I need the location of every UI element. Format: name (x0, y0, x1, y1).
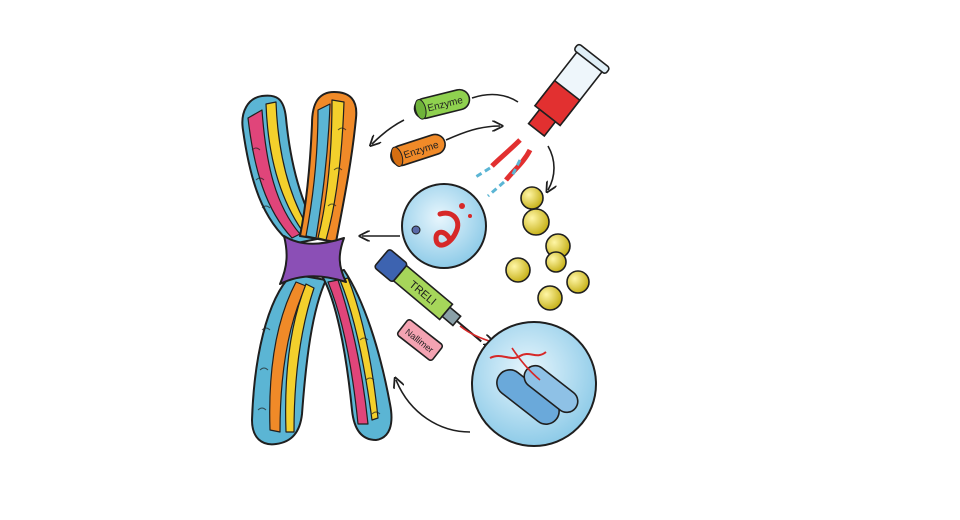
test-tube-icon (473, 43, 610, 198)
arrow-icon (471, 93, 519, 103)
yellow-cell-icon (505, 257, 531, 283)
syringe-icon: TRELI (374, 249, 482, 343)
eraser-icon: Nallimer (396, 318, 444, 362)
enzyme-capsule-icon: Enzyme (390, 133, 446, 167)
yellow-cell-cluster (505, 186, 590, 311)
bacteria-lens-icon (471, 321, 597, 447)
arrow-icon (372, 119, 405, 144)
arrow-icon (445, 126, 500, 141)
yellow-cell-icon (522, 208, 550, 236)
yellow-cell-icon (545, 251, 567, 273)
chromosome-icon (241, 91, 393, 446)
arrow-icon (396, 380, 471, 433)
yellow-cell-icon (537, 285, 563, 311)
magnifier-lens-icon (401, 183, 487, 269)
enzyme-capsule-icon: Enzyme (413, 88, 471, 120)
yellow-cell-icon (566, 270, 590, 294)
yellow-cell-icon (520, 186, 544, 210)
arrow-icon (548, 145, 554, 190)
